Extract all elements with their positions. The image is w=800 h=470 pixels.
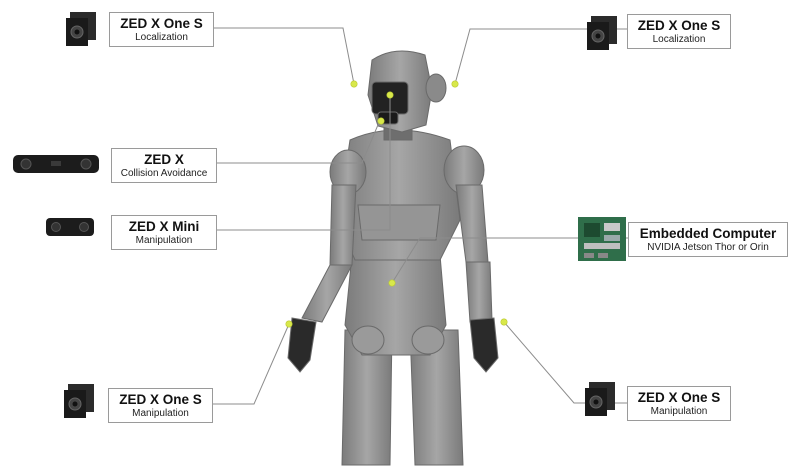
callout-embedded-computer: Embedded Computer NVIDIA Jetson Thor or … bbox=[628, 222, 788, 257]
callout-subtitle: Manipulation bbox=[132, 408, 189, 419]
leader-mini-manip bbox=[216, 95, 391, 231]
leader-left-localization bbox=[214, 27, 355, 85]
camera-cube-icon bbox=[587, 16, 617, 50]
callout-title: ZED X One S bbox=[119, 392, 202, 407]
callout-right-localization: ZED X One S Localization bbox=[627, 14, 731, 49]
camera-cube-icon bbox=[66, 12, 96, 46]
leader-lines bbox=[213, 27, 628, 405]
callout-subtitle: Localization bbox=[135, 32, 188, 43]
callout-subtitle: Manipulation bbox=[650, 406, 708, 417]
sensor-marker-dots bbox=[285, 80, 508, 328]
marker-dot bbox=[285, 320, 293, 328]
callout-subtitle: NVIDIA Jetson Thor or Orin bbox=[647, 242, 769, 253]
callout-subtitle: Manipulation bbox=[135, 235, 193, 246]
callout-left-manipulation: ZED X One S Manipulation bbox=[108, 388, 213, 423]
humanoid-robot-illustration bbox=[287, 50, 499, 466]
callout-right-manipulation: ZED X One S Manipulation bbox=[627, 386, 731, 421]
leader-collision bbox=[216, 119, 381, 164]
marker-dot bbox=[386, 91, 394, 99]
callout-title: ZED X One S bbox=[637, 390, 721, 405]
callout-title: Embedded Computer bbox=[639, 226, 777, 241]
callout-title: ZED X One S bbox=[120, 16, 203, 31]
leader-right-localization bbox=[454, 28, 627, 85]
marker-dot bbox=[388, 279, 396, 287]
camera-cube-icon bbox=[585, 382, 615, 416]
marker-dot bbox=[350, 80, 358, 88]
callout-subtitle: Collision Avoidance bbox=[120, 168, 208, 179]
leader-embedded bbox=[391, 237, 628, 284]
mini-stereo-camera-icon bbox=[46, 218, 94, 236]
camera-cube-icon bbox=[64, 384, 94, 418]
circuit-board-icon bbox=[578, 217, 626, 261]
callout-title: ZED X Mini bbox=[128, 219, 200, 234]
marker-dot bbox=[377, 117, 385, 125]
callout-title: ZED X One S bbox=[637, 18, 721, 33]
callout-collision-avoidance: ZED X Collision Avoidance bbox=[111, 148, 217, 183]
marker-dot bbox=[500, 318, 508, 326]
callout-mini-manipulation: ZED X Mini Manipulation bbox=[111, 215, 217, 250]
stereo-camera-icon bbox=[13, 155, 99, 173]
leader-left-manip bbox=[213, 323, 290, 405]
callout-title: ZED X bbox=[144, 152, 184, 167]
callout-subtitle: Localization bbox=[652, 34, 706, 45]
callout-left-localization: ZED X One S Localization bbox=[109, 12, 214, 47]
marker-dot bbox=[451, 80, 459, 88]
